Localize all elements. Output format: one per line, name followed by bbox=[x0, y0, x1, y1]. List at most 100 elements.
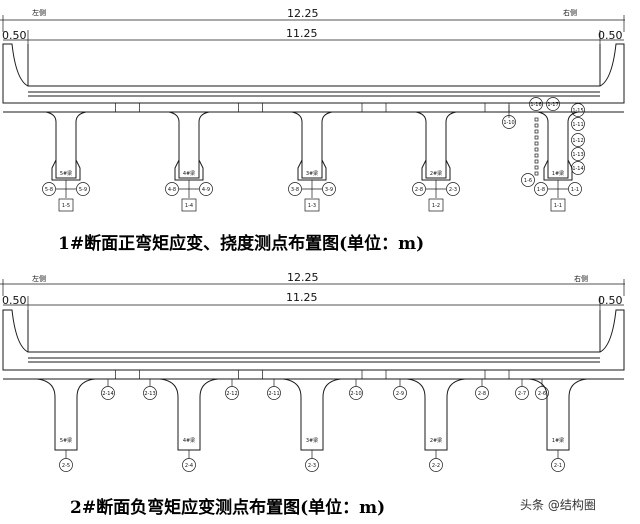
right-edge-value: 0.50 bbox=[598, 294, 623, 307]
measuring-point-label: 2-3 bbox=[308, 463, 316, 469]
measuring-point-label: 1-13 bbox=[572, 152, 583, 158]
measuring-point-circle bbox=[225, 386, 239, 400]
measuring-point-circle bbox=[534, 182, 548, 196]
measuring-point-label: 1-16 bbox=[530, 102, 541, 108]
inner-width-value: 11.25 bbox=[286, 27, 318, 40]
measuring-point-label: 1-8 bbox=[537, 187, 545, 193]
beam-web bbox=[537, 111, 579, 179]
deflection-point-box bbox=[181, 198, 197, 212]
left-edge-value: 0.50 bbox=[2, 29, 27, 42]
beam-label: 1#梁 bbox=[552, 437, 564, 444]
deck-slab-outline bbox=[2, 43, 625, 104]
measuring-point-label: 1-10 bbox=[503, 120, 514, 126]
strain-gauge-marker bbox=[534, 123, 539, 128]
measuring-point-circle bbox=[412, 182, 426, 196]
left-side-label: 左侧 bbox=[32, 274, 46, 283]
measuring-point-circle bbox=[571, 103, 585, 117]
measuring-point-circle bbox=[529, 97, 543, 111]
wet-joint bbox=[361, 102, 387, 113]
measuring-point-label: 1-11 bbox=[572, 122, 583, 128]
measuring-point-label: 2-9 bbox=[396, 391, 404, 397]
total-width-value: 12.25 bbox=[287, 271, 319, 284]
measuring-point-circle bbox=[143, 386, 157, 400]
measuring-point-circle bbox=[42, 182, 56, 196]
deflection-point-label: 1-3 bbox=[308, 203, 316, 209]
measuring-point-label: 5-8 bbox=[45, 187, 53, 193]
deflection-point-label: 1-2 bbox=[432, 203, 440, 209]
right-side-label: 右侧 bbox=[563, 8, 577, 17]
inner-width-value: 11.25 bbox=[286, 291, 318, 304]
beam-web bbox=[168, 111, 210, 179]
measuring-point-circle bbox=[515, 386, 529, 400]
beam-label: 4#梁 bbox=[183, 437, 195, 444]
strain-gauge-marker bbox=[534, 153, 539, 158]
wet-joint bbox=[238, 102, 263, 113]
measuring-point-label: 2-13 bbox=[144, 391, 155, 397]
measuring-point-label: 4-8 bbox=[168, 187, 176, 193]
strain-gauge-marker bbox=[534, 171, 539, 176]
measuring-point-circle bbox=[568, 182, 582, 196]
measuring-point-label: 1-14 bbox=[572, 166, 583, 172]
measuring-point-label: 3-8 bbox=[291, 187, 299, 193]
measuring-point-circle bbox=[571, 117, 585, 131]
measuring-point-circle bbox=[521, 173, 535, 187]
strain-gauge-marker bbox=[534, 141, 539, 146]
measuring-point-label: 2-12 bbox=[226, 391, 237, 397]
measuring-point-circle bbox=[546, 97, 560, 111]
measuring-point-label: 2-8 bbox=[478, 391, 486, 397]
measuring-point-label: 4-9 bbox=[202, 187, 210, 193]
deflection-point-label: 1-5 bbox=[62, 203, 70, 209]
measuring-point-label: 2-11 bbox=[268, 391, 279, 397]
beam-label: 4#梁 bbox=[183, 170, 195, 177]
measuring-point-circle bbox=[535, 386, 549, 400]
measuring-point-circle bbox=[446, 182, 460, 196]
measuring-point-circle bbox=[393, 386, 407, 400]
deflection-point-box bbox=[550, 198, 566, 212]
strain-gauge-marker bbox=[534, 147, 539, 152]
diagram-2-caption: 2#断面负弯矩应变测点布置图(单位：m) bbox=[70, 497, 385, 518]
wet-joint bbox=[115, 369, 140, 380]
measuring-point-label: 1-1 bbox=[571, 187, 579, 193]
measuring-point-circle bbox=[349, 386, 363, 400]
measuring-point-circle bbox=[199, 182, 213, 196]
measuring-point-label: 3-9 bbox=[325, 187, 333, 193]
measuring-point-circle bbox=[502, 115, 516, 129]
measuring-point-circle bbox=[571, 147, 585, 161]
measuring-point-circle bbox=[182, 458, 196, 472]
diagram-1-caption: 1#断面正弯矩应变、挠度测点布置图(单位：m) bbox=[58, 233, 424, 254]
beam-label: 3#梁 bbox=[306, 437, 318, 444]
total-width-value: 12.25 bbox=[287, 7, 319, 20]
wet-joint bbox=[238, 369, 263, 380]
measuring-point-label: 2-1 bbox=[554, 463, 562, 469]
measuring-point-label: 2-2 bbox=[432, 463, 440, 469]
measuring-point-circle bbox=[322, 182, 336, 196]
measuring-point-label: 2-5 bbox=[62, 463, 70, 469]
left-edge-value: 0.50 bbox=[2, 294, 27, 307]
beam-label: 2#梁 bbox=[430, 170, 442, 177]
strain-gauge-marker bbox=[534, 117, 539, 122]
measuring-point-label: 2-7 bbox=[518, 391, 526, 397]
beam-web bbox=[45, 111, 87, 179]
measuring-point-label: 2-6 bbox=[538, 391, 546, 397]
measuring-point-circle bbox=[165, 182, 179, 196]
deflection-point-label: 1-4 bbox=[185, 203, 193, 209]
deflection-point-box bbox=[428, 198, 444, 212]
beam-web bbox=[291, 111, 333, 179]
measuring-point-circle bbox=[267, 386, 281, 400]
measuring-point-label: 2-3 bbox=[449, 187, 457, 193]
right-side-label: 右侧 bbox=[574, 274, 588, 283]
measuring-point-label: 2-14 bbox=[102, 391, 113, 397]
deck-slab-outline bbox=[2, 309, 625, 371]
wet-joint bbox=[484, 369, 510, 380]
watermark: 头条 @结构圈 bbox=[520, 497, 596, 512]
measuring-point-label: 2-4 bbox=[185, 463, 193, 469]
left-side-label: 左侧 bbox=[32, 8, 46, 17]
beam-web bbox=[415, 111, 457, 179]
